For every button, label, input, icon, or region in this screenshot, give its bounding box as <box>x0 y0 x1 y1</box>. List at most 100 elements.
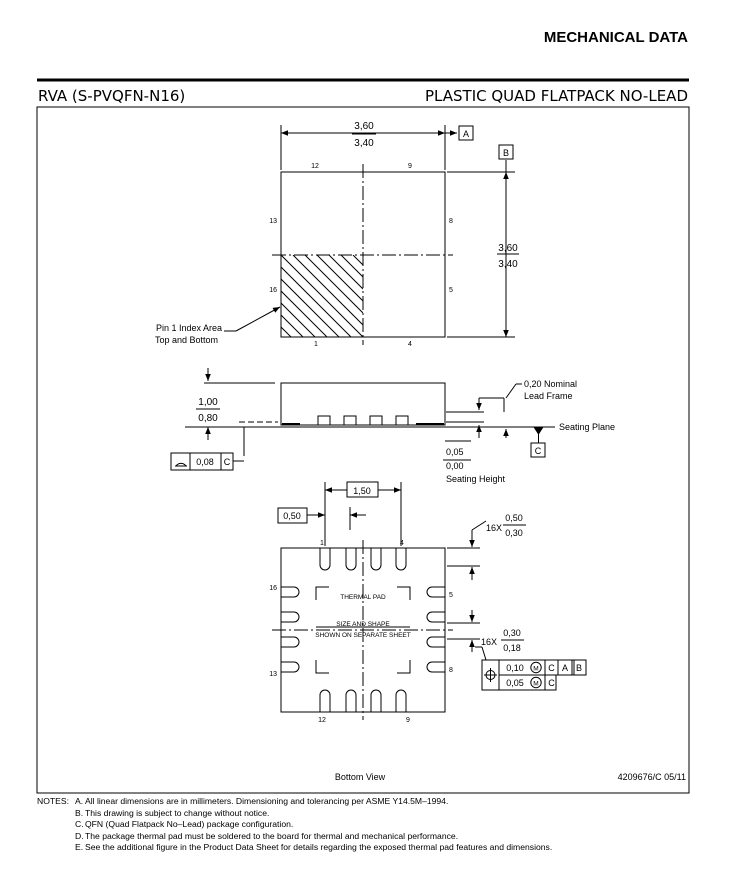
side-pad <box>369 415 383 426</box>
bottom-pin <box>395 548 407 571</box>
bottom-pin <box>345 548 357 571</box>
bottom-pin <box>281 586 300 598</box>
pin-label-12: 12 <box>311 163 319 170</box>
mmc-icon <box>530 661 542 674</box>
span-value: 1,50 <box>353 486 371 496</box>
mmc-modifier: M <box>533 681 538 688</box>
standoff-max: 0,05 <box>446 447 464 457</box>
note-letter: C. <box>75 819 84 830</box>
height-min: 3,40 <box>498 259 518 270</box>
note-text: All linear dimensions are in millimeters… <box>85 796 449 806</box>
note-item: E.See the additional figure in the Produ… <box>75 842 552 854</box>
note-letter: B. <box>75 807 84 818</box>
pin-label-9: 9 <box>408 163 412 170</box>
width-max: 3,60 <box>354 121 374 132</box>
note-item: D.The package thermal pad must be solder… <box>75 830 459 843</box>
drawing-frame <box>36 106 690 794</box>
seating-height-label: Seating Height <box>446 474 506 484</box>
lead-frame-label: Lead Frame <box>524 391 573 401</box>
position-datum-c: C <box>548 678 555 688</box>
position-datum-b: B <box>576 663 582 673</box>
pitch-box <box>277 507 308 524</box>
drawing-number: 4209676/C 05/11 <box>618 772 686 782</box>
bottom-view-caption: Bottom View <box>335 772 386 782</box>
pin-label-16: 16 <box>269 287 277 294</box>
note-text: This drawing is subject to change withou… <box>85 807 270 818</box>
side-height-min: 0,80 <box>198 413 218 424</box>
pin1-index-hatch <box>281 255 363 337</box>
pad-width-qty: 16X <box>481 637 497 647</box>
bottom-pin <box>426 661 445 673</box>
pin1-callout-line2: Top and Bottom <box>155 335 218 345</box>
side-pad <box>395 415 409 426</box>
bottom-pin <box>370 548 382 571</box>
flatness-datum: C <box>224 457 231 467</box>
top-view <box>224 125 519 345</box>
pitch-value: 0,50 <box>283 511 301 521</box>
flatness-icon <box>175 462 187 467</box>
note-text: QFN (Quad Flatpack No–Lead) package conf… <box>85 819 294 830</box>
datum-c-box <box>530 442 546 458</box>
note-letter: D. <box>75 830 84 841</box>
datum-a-box <box>458 125 474 141</box>
width-min: 3,40 <box>354 138 374 149</box>
size-shape-line1: SIZE AND SHAPE <box>336 621 390 628</box>
bottom-pin-label-1: 1 <box>320 540 324 547</box>
note-letter: A. <box>75 796 84 806</box>
standoff-min: 0,00 <box>446 461 464 471</box>
note-item: C.QFN (Quad Flatpack No–Lead) package co… <box>75 819 294 831</box>
bottom-pin <box>426 586 445 598</box>
bottom-pin-label-12: 12 <box>318 717 326 724</box>
pin-label-1: 1 <box>314 341 318 348</box>
datum-a-label: A <box>463 129 469 139</box>
bottom-pin <box>345 689 357 712</box>
pin1-callout-line1: Pin 1 Index Area <box>156 323 222 333</box>
bottom-pin-label-5: 5 <box>449 592 453 599</box>
pin-label-13: 13 <box>269 218 277 225</box>
bottom-pin <box>426 636 445 648</box>
bottom-pin-label-8: 8 <box>449 667 453 674</box>
bottom-pin-label-9: 9 <box>406 717 410 724</box>
bottom-pin-label-13: 13 <box>269 671 277 678</box>
datum-b-box <box>498 144 514 160</box>
note-item: B.This drawing is subject to change with… <box>75 807 270 820</box>
notes-header: NOTES: <box>37 796 69 806</box>
flatness-value: 0,08 <box>196 457 214 467</box>
side-pad <box>343 415 357 426</box>
pad-length-max: 0,50 <box>505 513 523 523</box>
bottom-pin <box>281 661 300 673</box>
side-pad <box>317 415 331 426</box>
span-box <box>346 481 379 498</box>
size-shape-line2: SHOWN ON SEPARATE SHEET <box>315 632 410 639</box>
note-text: The package thermal pad must be soldered… <box>85 830 459 841</box>
pin-label-5: 5 <box>449 287 453 294</box>
mmc-modifier: M <box>533 666 538 673</box>
bottom-pin <box>319 548 331 571</box>
pad-width-min: 0,18 <box>503 643 521 653</box>
bottom-pin <box>281 636 300 648</box>
note-item: A.All linear dimensions are in millimete… <box>75 796 449 808</box>
mmc-icon <box>530 676 542 689</box>
seating-plane-label: Seating Plane <box>559 422 615 432</box>
position-tol-row2 <box>498 674 557 691</box>
thermal-pad-corner <box>315 586 329 600</box>
bottom-pin-label-16: 16 <box>269 585 277 592</box>
bottom-pin <box>426 611 445 623</box>
side-height-max: 1,00 <box>198 397 218 408</box>
thermal-pad-label: THERMAL PAD <box>340 594 386 601</box>
bottom-pin-label-4: 4 <box>400 540 404 547</box>
bottom-pin <box>281 611 300 623</box>
bottom-pin <box>395 689 407 712</box>
position-tol-2: 0,05 <box>506 678 524 688</box>
pin-label-4: 4 <box>408 341 412 348</box>
position-tol-1: 0,10 <box>506 663 524 673</box>
bottom-pin <box>370 689 382 712</box>
bottom-pin <box>319 689 331 712</box>
height-max: 3,60 <box>498 243 518 254</box>
position-datum-a: A <box>562 663 568 673</box>
side-view <box>170 368 555 471</box>
pad-width-max: 0,30 <box>503 628 521 638</box>
section-title: MECHANICAL DATA <box>544 29 688 46</box>
datum-c-label: C <box>535 446 542 456</box>
